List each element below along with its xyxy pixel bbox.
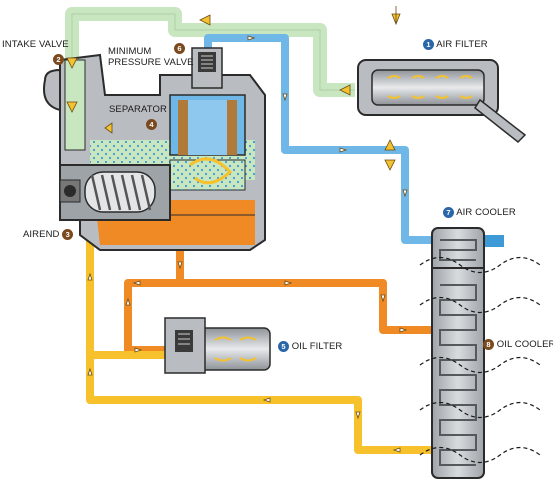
airend-screw xyxy=(59,164,171,221)
badge-7: 7 xyxy=(443,207,454,218)
badge-1: 1 xyxy=(423,39,434,50)
airend-label: AIREND 3 xyxy=(23,229,74,240)
badge-3: 3 xyxy=(62,229,74,240)
pipe-chevrons xyxy=(87,35,408,453)
compressed-air-pipe xyxy=(204,34,438,244)
hot-oil-to-filter xyxy=(124,279,180,354)
air-cooler-label: 7 AIR COOLER xyxy=(443,207,516,218)
badge-4: 4 xyxy=(146,119,157,130)
oil-cooler-label: 8 OIL COOLER xyxy=(483,339,553,350)
air-filter-label: 1 AIR FILTER xyxy=(423,39,488,50)
badge-8: 8 xyxy=(483,339,494,350)
min-pressure-label: MINIMUM PRESSURE VALVE xyxy=(108,46,194,68)
badge-6: 6 xyxy=(174,43,185,54)
separator-badge: 4 xyxy=(146,119,157,130)
separator-label: SEPARATOR xyxy=(109,104,167,115)
badge-2: 2 xyxy=(53,54,64,65)
cool-oil-pipe xyxy=(86,240,438,454)
airflow-lines xyxy=(419,256,541,464)
flow-arrows xyxy=(66,6,401,171)
intake-valve-badge: 2 xyxy=(53,54,64,65)
air-outlet xyxy=(482,235,504,247)
badge-5: 5 xyxy=(278,341,289,352)
oil-filter xyxy=(164,317,271,374)
hot-oil-pipe xyxy=(176,240,438,334)
cooler-stack xyxy=(431,227,485,479)
intake-valve-label: INTAKE VALVE xyxy=(2,39,69,50)
min-pressure-badge: 6 xyxy=(174,43,185,54)
air-filter xyxy=(357,59,527,144)
oil-filter-label: 5 OIL FILTER xyxy=(278,341,342,352)
